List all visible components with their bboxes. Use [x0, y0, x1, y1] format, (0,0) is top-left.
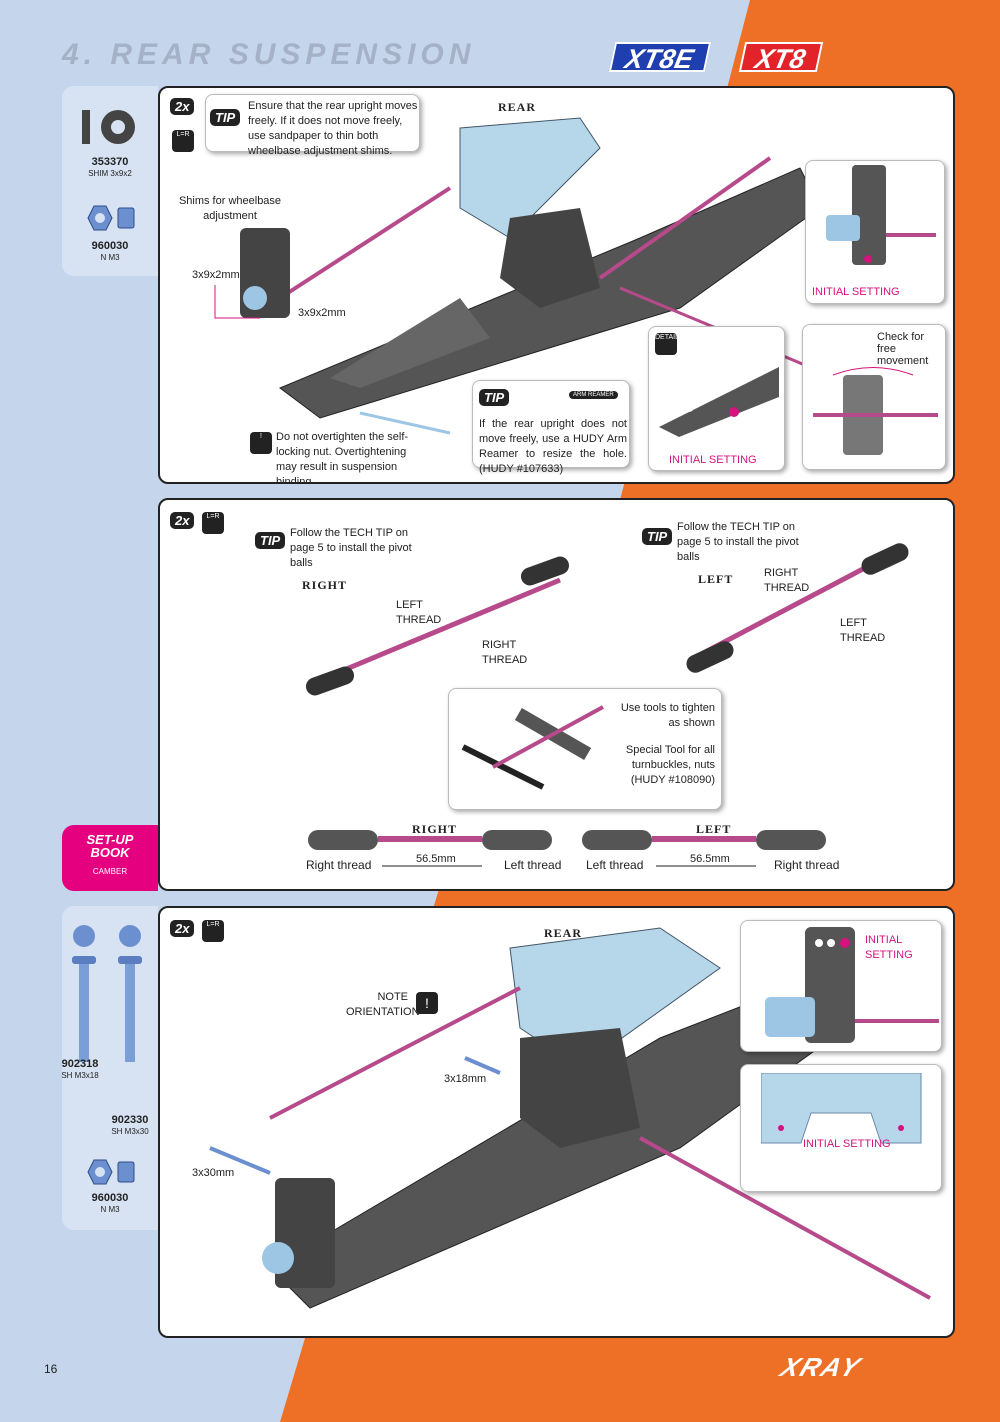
initial-setting-1: INITIAL SETTING	[669, 454, 757, 466]
dimension-right: 56.5mm	[416, 853, 456, 865]
tip-label: TIP	[210, 109, 241, 126]
shims-label: Shims for wheelbase adjustment	[178, 195, 282, 222]
tip-text: Ensure that the rear upright moves freel…	[248, 100, 418, 157]
screw-icons	[72, 925, 142, 1062]
left-thread-label-1: LEFT THREAD	[396, 599, 442, 626]
tip-text-a: Follow the TECH TIP on page 5 to install…	[290, 527, 412, 569]
nut-icon	[87, 205, 135, 231]
tip-box-2: TIP ARM REAMER If the rear upright does …	[472, 380, 630, 475]
left-label-bottom: LEFT	[696, 822, 732, 836]
warning-icon: !	[250, 432, 272, 454]
left-thread-text-2: Left thread	[586, 858, 644, 872]
tip-box-1: TIP Ensure that the rear upright moves f…	[205, 94, 420, 157]
tip-label-2: TIP	[479, 389, 510, 406]
detail-box-arm: DETAIL INITIAL SETTING	[648, 326, 785, 471]
wrench-illustration	[461, 705, 604, 790]
tool-detail-box: Use tools to tighten as shown Special To…	[448, 688, 722, 810]
setup-book-badge: SET-UP BOOK CAMBER	[62, 825, 158, 891]
page-number: 16	[44, 1362, 58, 1376]
movement-illustration	[813, 367, 938, 455]
page-title: 4. REAR SUSPENSION	[62, 38, 476, 71]
detail-box-upright: INITIAL SETTING	[805, 160, 945, 304]
rear-final-assembly	[209, 927, 931, 1309]
left-thread-label-2: LEFT THREAD	[840, 617, 886, 644]
right-thread-text-1: Right thread	[306, 858, 372, 872]
upright-detail-illustration	[826, 165, 936, 265]
special-tool-text: Special Tool for all turnbuckles, nuts (…	[625, 744, 715, 786]
screw-size-18: 3x18mm	[444, 1073, 487, 1085]
rear-label: REAR	[498, 100, 537, 114]
brand-badge-xt8e: XT8E	[608, 42, 711, 74]
brand-badge-xt8: XT8	[738, 42, 823, 74]
right-label-bottom: RIGHT	[412, 822, 458, 836]
right-thread-label-2: RIGHT THREAD	[764, 567, 810, 594]
left-thread-text-1: Left thread	[504, 858, 562, 872]
rear-assembly-illustration	[214, 117, 861, 435]
arm-detail-illustration	[659, 367, 779, 437]
shim-icon	[82, 110, 135, 144]
setup-label: SET-UP	[86, 832, 134, 847]
step-3-panel: 2x L=R REAR NOTE ORIENTATION ! 3x18mm 3x…	[158, 906, 955, 1338]
initial-setting-a: INITIAL SETTING	[865, 934, 913, 961]
lr-icon: L=R	[172, 130, 194, 152]
plate-setting-illustration	[761, 1073, 922, 1144]
exclamation-icon: !	[416, 992, 438, 1014]
tip-text-b: Follow the TECH TIP on page 5 to install…	[677, 521, 799, 563]
camber-label: CAMBER	[92, 867, 128, 876]
upright-setting-illustration	[765, 927, 939, 1043]
right-label: RIGHT	[302, 578, 348, 592]
note-orientation: NOTE ORIENTATION	[346, 991, 420, 1018]
upright-setting-box: INITIAL SETTING	[740, 920, 942, 1052]
check-movement-box: Check for free movement	[802, 324, 946, 470]
initial-setting-2: INITIAL SETTING	[812, 286, 900, 298]
right-thread-text-2: Right thread	[774, 858, 840, 872]
shim-size-1: 3x9x2mm	[192, 269, 240, 281]
tip-label-a: TIP	[255, 532, 286, 549]
arm-reamer-label: ARM REAMER	[569, 391, 618, 399]
dimension-left: 56.5mm	[690, 853, 730, 865]
check-movement-text: Check for free movement	[877, 331, 929, 367]
detail-icon: DETAIL	[655, 333, 679, 355]
tip-label-b: TIP	[642, 528, 673, 545]
turnbuckle-dimension-drawing	[308, 830, 826, 867]
left-label: LEFT	[698, 572, 734, 586]
plate-setting-box: INITIAL SETTING	[740, 1064, 942, 1192]
right-thread-label-1: RIGHT THREAD	[482, 639, 528, 666]
screw-size-30: 3x30mm	[192, 1167, 235, 1179]
step-2-panel: 2x L=R TIP Follow the TECH TIP on page 5…	[158, 498, 955, 891]
lr-icon: L=R	[202, 920, 224, 942]
quantity-badge: 2x	[170, 98, 195, 115]
tip-text-2: If the rear upright does not move freely…	[479, 418, 627, 475]
quantity-badge: 2x	[170, 920, 195, 937]
lr-icon: L=R	[202, 512, 224, 534]
xray-logo: XRAY	[776, 1352, 866, 1382]
quantity-badge: 2x	[170, 512, 195, 529]
shim-size-2: 3x9x2mm	[298, 307, 346, 319]
step-1-panel: 2x L=R TIP Ensure that the rear upright …	[158, 86, 955, 484]
use-tools-text: Use tools to tighten as shown	[620, 702, 715, 729]
turnbuckle-illustration	[305, 543, 909, 696]
book-label: BOOK	[90, 845, 130, 860]
nut-icon	[87, 1159, 135, 1185]
initial-setting-b: INITIAL SETTING	[803, 1138, 891, 1150]
nut-warning: Do not overtighten the self-locking nut.…	[276, 431, 409, 484]
rear-label: REAR	[544, 926, 583, 940]
